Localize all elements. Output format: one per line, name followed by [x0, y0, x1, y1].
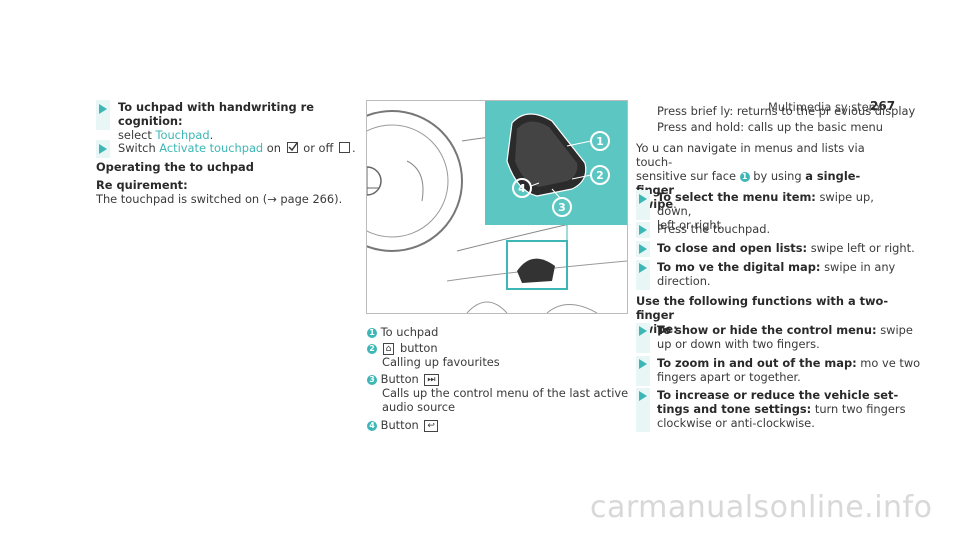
step-arrow-icon — [99, 144, 107, 154]
page-number: 267 — [870, 99, 896, 113]
step-arrow-icon — [99, 104, 107, 114]
step-zoom: To zoom in and out of the map: mo ve two… — [657, 356, 921, 384]
press-briefly-text: Press brief ly: returns to the pr evious… — [657, 104, 916, 118]
svg-text:3: 3 — [558, 201, 566, 214]
home-icon: ⌂ — [382, 343, 395, 355]
activate-touchpad-link[interactable]: Activate touchpad — [159, 141, 264, 155]
step-select-menu: To select the menu item: swipe up, down,… — [657, 190, 874, 232]
intro-paragraph: Yo u can navigate in menus and lists via… — [636, 141, 865, 211]
touchpad-menu-link[interactable]: Touchpad — [155, 128, 210, 142]
step-arrow-icon — [639, 194, 647, 204]
touchpad-icon — [506, 113, 587, 197]
car-interior-illustration: 1 2 3 4 — [367, 101, 627, 313]
svg-text:2: 2 — [596, 169, 604, 182]
step-arrow-icon — [639, 244, 647, 254]
step-arrow-icon — [639, 263, 647, 273]
callout-3: 3 — [552, 197, 572, 217]
step-lists: To close and open lists: swipe left or r… — [657, 241, 915, 255]
step-activate: Switch Activate touchpad on or off . — [118, 141, 356, 155]
svg-text:4: 4 — [518, 182, 526, 195]
legend-item-1: 1 To uchpad — [367, 325, 438, 339]
section-title: Multimedia sy stem — [768, 100, 880, 114]
step-handwriting: To uchpad with handwriting re cognition:… — [118, 100, 314, 142]
back-icon: ↩ — [424, 420, 438, 432]
requirement-text: The touchpad is switched on (→ page 266)… — [96, 192, 343, 206]
checkbox-empty-icon — [338, 142, 350, 153]
step-arrow-icon — [639, 391, 647, 401]
step-vehicle-settings: To increase or reduce the vehicle set- t… — [657, 388, 906, 430]
requirement-label: Re quirement: — [96, 178, 188, 192]
step-arrow-icon — [639, 225, 647, 235]
legend-item-2: 2 ⌂ button Calling up favourites — [367, 341, 500, 369]
skip-forward-icon: ⏭ — [424, 374, 439, 386]
checkbox-checked-icon — [286, 142, 298, 153]
operating-heading: Operating the to uchpad — [96, 160, 254, 174]
step-arrow-icon — [639, 359, 647, 369]
watermark: carmanualsonline.info — [590, 490, 933, 525]
legend-item-3: 3 Button ⏭ Calls up the control menu of … — [367, 372, 628, 414]
legend-item-4: 4 Button ↩ — [367, 418, 440, 432]
press-hold-text: Press and hold: calls up the basic menu — [657, 120, 883, 134]
callout-4: 4 — [512, 178, 532, 198]
step-press: Press the touchpad. — [657, 222, 771, 236]
touchpad-figure: 1 2 3 4 — [366, 100, 628, 314]
svg-text:1: 1 — [596, 135, 604, 148]
step-arrow-icon — [639, 326, 647, 336]
